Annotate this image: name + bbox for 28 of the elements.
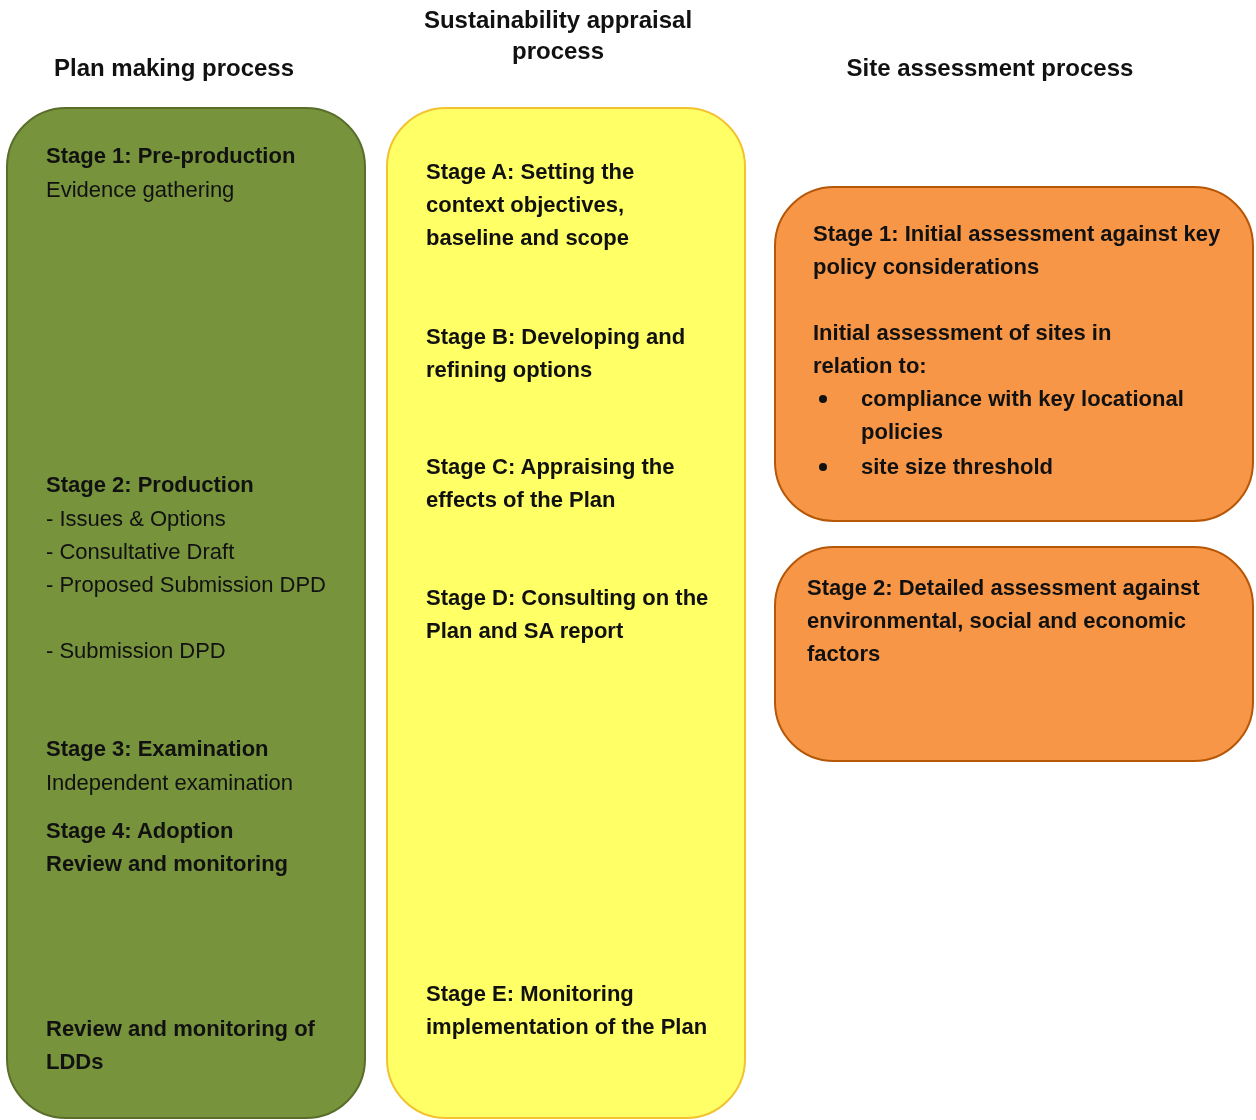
column-heading: Plan making process <box>52 53 296 83</box>
stage-box <box>774 186 1254 522</box>
list-item: - Submission DPD <box>46 637 227 665</box>
stage-title: Review and monitoring of LDDs <box>46 1015 316 1076</box>
stage-title: Stage D: Consulting on the Plan and SA report <box>426 584 710 645</box>
stage-title: Stage 1: Pre-production <box>46 142 297 170</box>
stage-title: Stage E: Monitoring implementation of the Plan <box>426 980 709 1041</box>
body-text: Initial assessment of sites in relation to: <box>813 319 1113 380</box>
stage-title: Stage 4: Adoption <box>46 817 235 845</box>
stage-title: Stage C: Appraising the effects of the Plan <box>426 453 676 514</box>
process-column <box>386 107 746 1119</box>
stage-box <box>774 546 1254 762</box>
stage-title: Stage 2: Production <box>46 471 255 499</box>
body-text: Evidence gathering <box>46 176 236 204</box>
list-item: - Consultative Draft <box>46 538 236 566</box>
list-item: site size threshold <box>861 453 1054 481</box>
body-text: Review and monitoring <box>46 850 290 878</box>
stage-title: Stage 1: Initial assessment against key policy considerations <box>813 220 1222 281</box>
stage-title: Stage 3: Examination <box>46 735 270 763</box>
process-column <box>6 107 366 1119</box>
body-text: Independent examination <box>46 769 295 797</box>
stage-title: Stage 2: Detailed assessment against environmental, social and economic factors <box>807 574 1201 668</box>
stage-title: Stage B: Developing and refining options <box>426 323 687 384</box>
list-item: - Issues & Options <box>46 505 227 533</box>
stage-title: Stage A: Setting the context objectives, baseline and scope <box>426 158 636 252</box>
column-heading: Site assessment process <box>845 53 1135 83</box>
list-item: - Proposed Submission DPD <box>46 571 327 599</box>
column-heading: Sustainability appraisal process <box>422 5 694 66</box>
